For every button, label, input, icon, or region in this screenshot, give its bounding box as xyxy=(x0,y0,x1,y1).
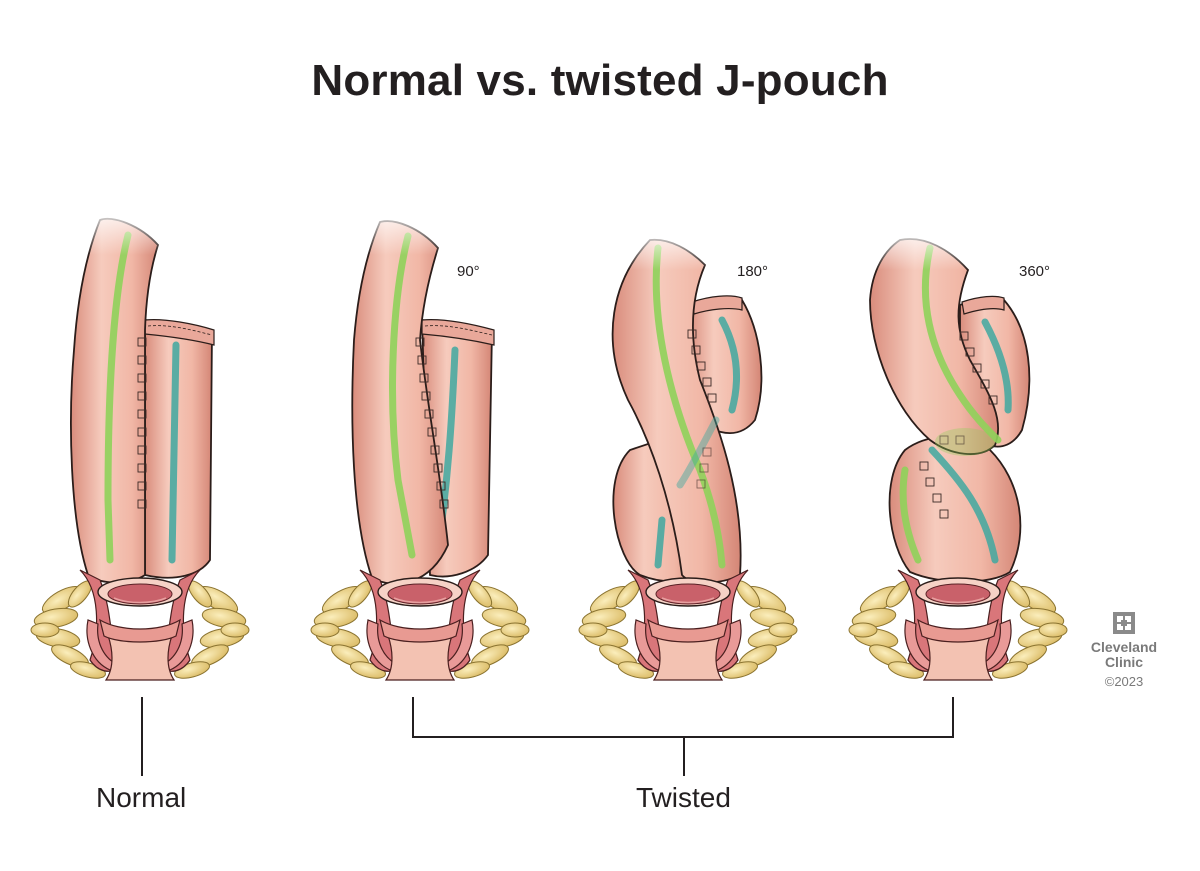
rotation-label-180: 180° xyxy=(737,263,768,280)
twisted-pouch-360: 360° xyxy=(848,225,1068,683)
cleveland-clinic-logo-icon xyxy=(1113,612,1135,634)
label-brackets xyxy=(141,697,954,776)
rotation-label-360: 360° xyxy=(1019,263,1050,280)
twisted-pouch-90: 90° xyxy=(310,205,530,683)
twisted-label: Twisted xyxy=(636,782,731,813)
rotation-label-90: 90° xyxy=(457,263,480,280)
twisted-pouch-180: 180° xyxy=(578,225,798,683)
twisted-bracket xyxy=(412,697,954,738)
logo-line1: Cleveland xyxy=(1090,639,1158,655)
normal-j-pouch xyxy=(30,205,250,683)
normal-label: Normal xyxy=(96,782,187,813)
logo-line2: Clinic xyxy=(1104,654,1144,670)
diagram-title: Normal vs. twisted J-pouch xyxy=(311,56,889,105)
logo-copyright: ©2023 xyxy=(1104,674,1144,689)
cleveland-clinic-logo: Cleveland Clinic ©2023 xyxy=(1088,612,1160,689)
